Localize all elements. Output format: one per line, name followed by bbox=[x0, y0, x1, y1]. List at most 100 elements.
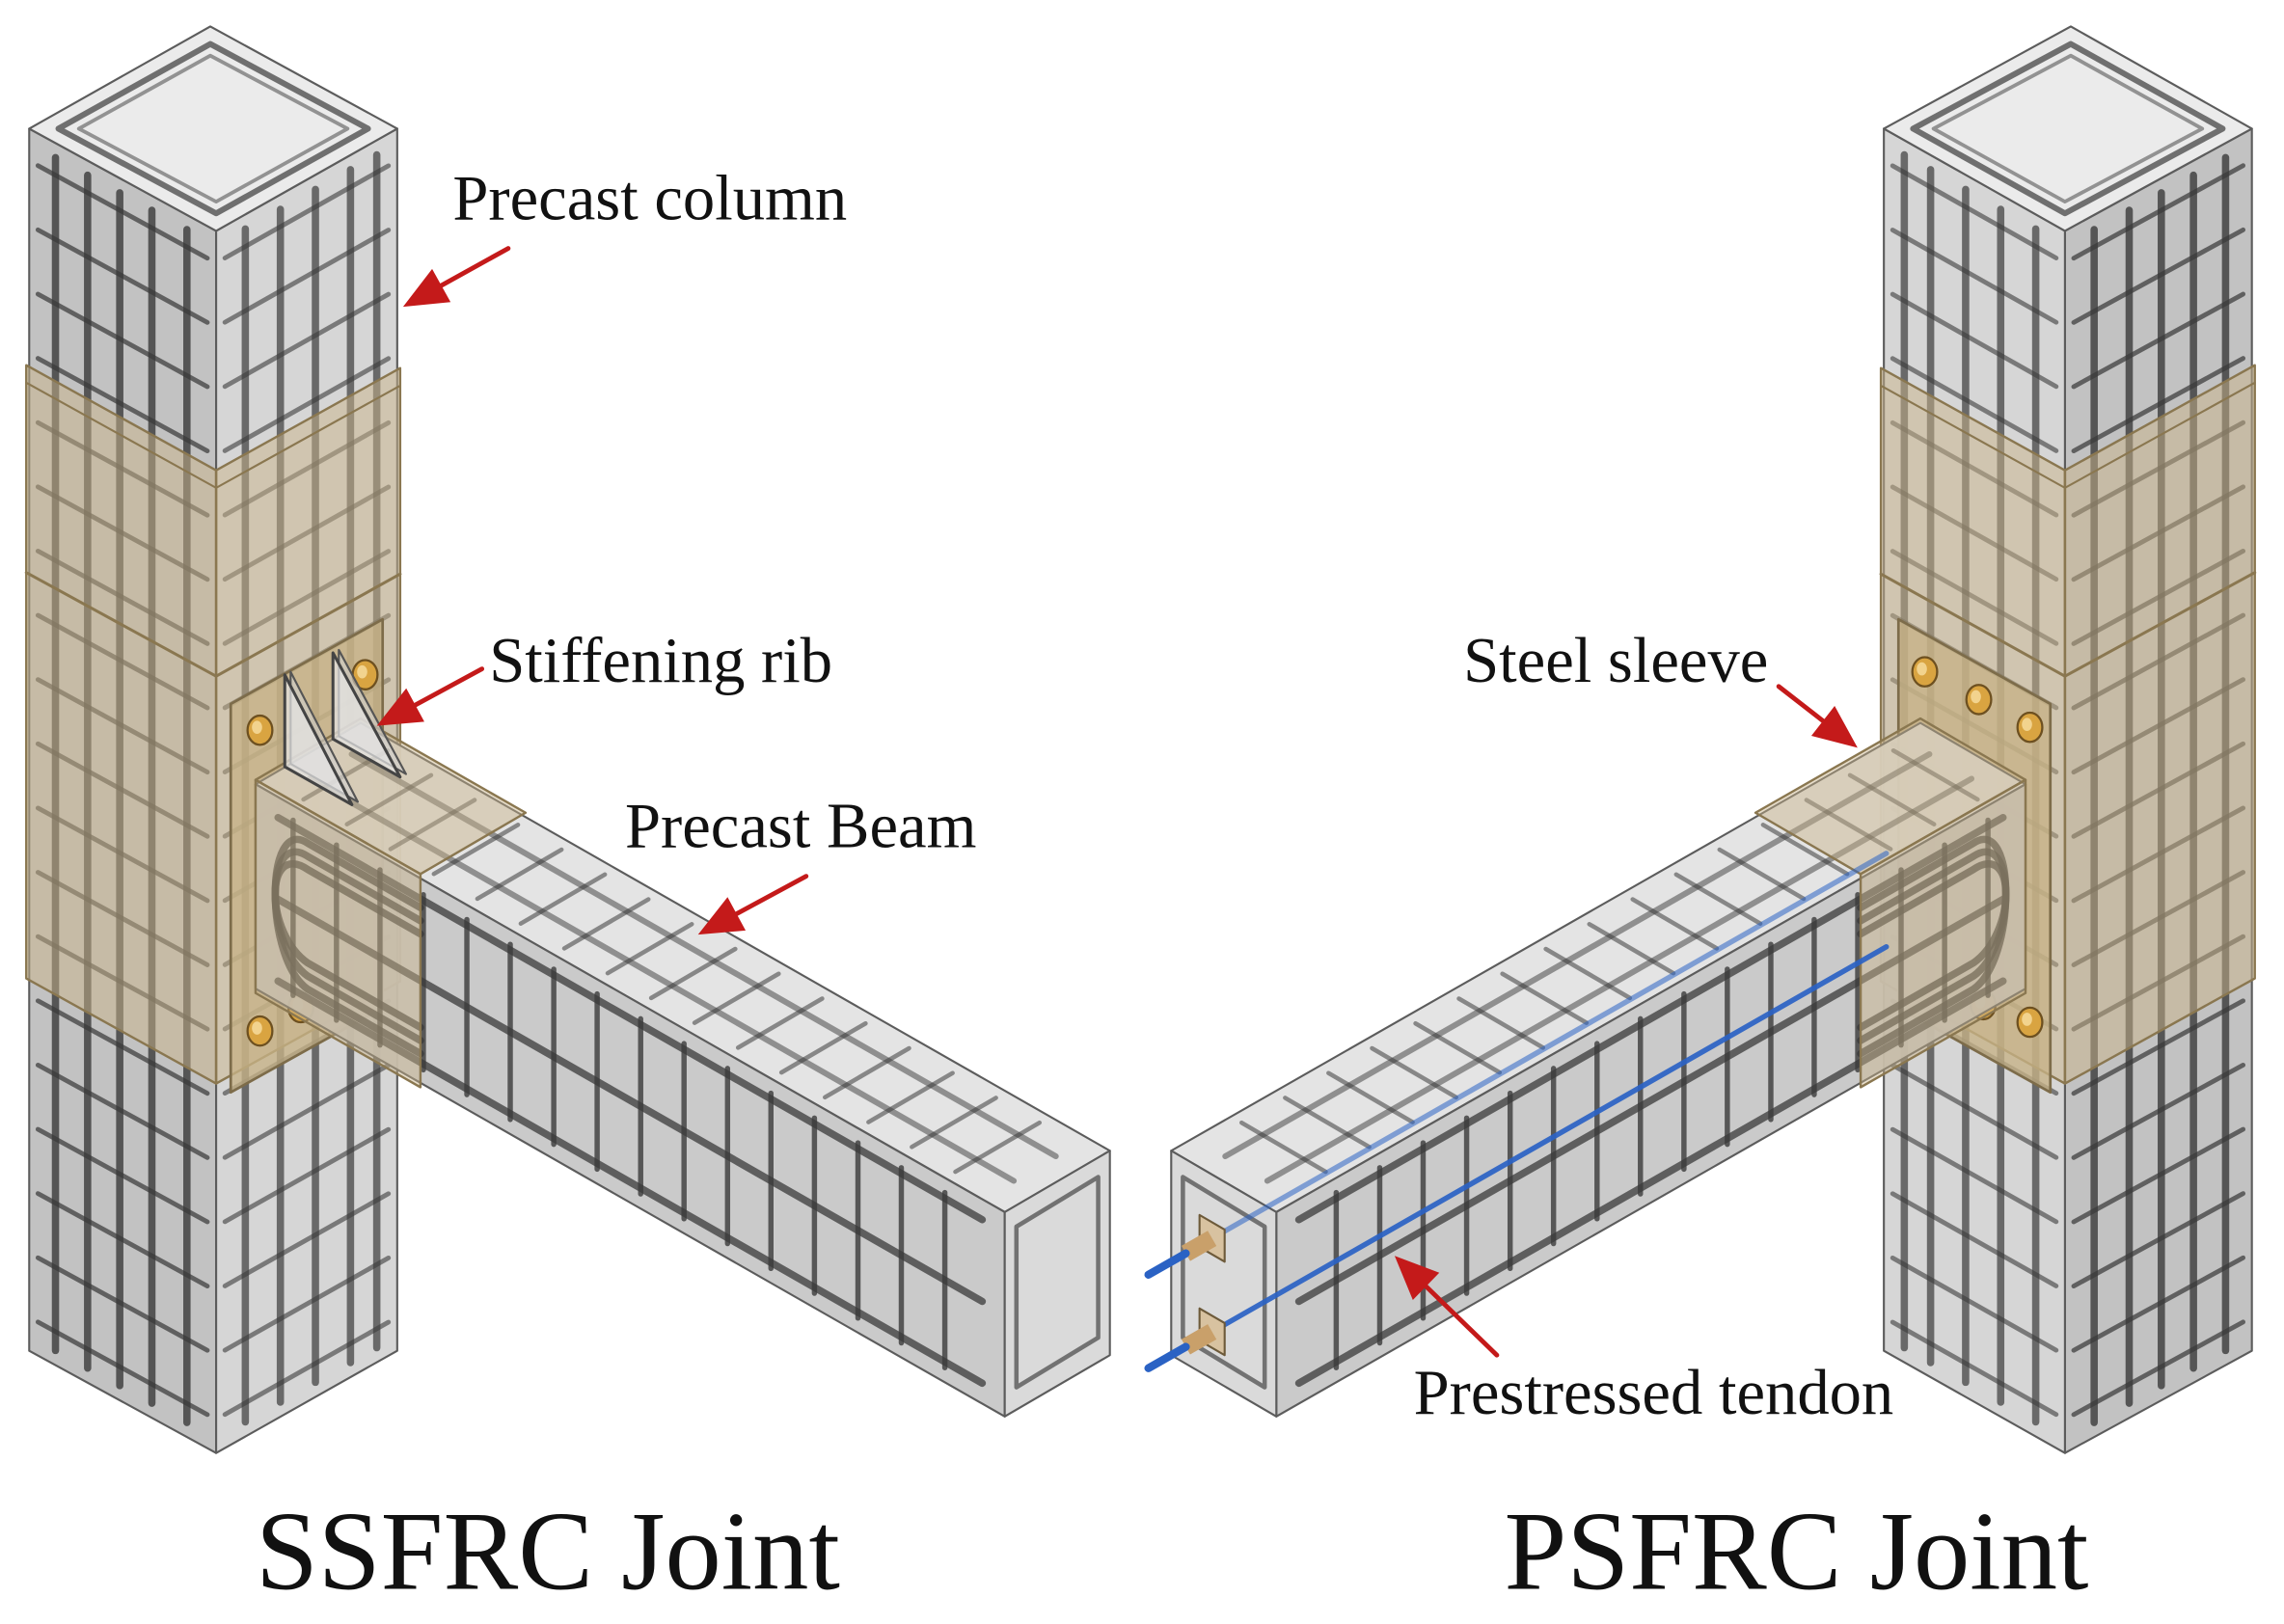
joint-titles: SSFRC Joint PSFRC Joint bbox=[256, 1489, 2088, 1613]
beam-stirrup-top bbox=[648, 946, 738, 1001]
column-stirrup bbox=[1890, 1063, 2059, 1160]
prestressed-tendon-arrow-head bbox=[1394, 1256, 1440, 1301]
column-stirrup bbox=[2071, 291, 2246, 390]
beam-stirrup-top bbox=[1456, 996, 1546, 1050]
beam-stirrup-top bbox=[778, 1020, 868, 1075]
column-stirrup bbox=[222, 1255, 392, 1353]
beam-stirrup-top bbox=[1630, 897, 1720, 951]
beam-longitudinal-rebar bbox=[1294, 813, 2007, 1224]
precast-beam-arrow-head bbox=[697, 897, 747, 935]
beam-stirrup-top bbox=[1370, 1045, 1458, 1100]
column-sleeve-seam bbox=[2063, 571, 2257, 678]
beam-stirrup-top bbox=[1283, 1096, 1372, 1150]
bolt-highlight bbox=[2022, 1013, 2032, 1026]
column-stirrup bbox=[222, 163, 392, 260]
column-stirrup bbox=[2071, 1062, 2246, 1160]
prestressed-tendon-arrow bbox=[1394, 1256, 1500, 1358]
column-stirrup bbox=[35, 1255, 210, 1353]
prestressed-tendon-arrow-shaft bbox=[1421, 1282, 1500, 1358]
beam-sleeve-side-face bbox=[254, 778, 422, 1089]
beam-stirrup-top bbox=[1413, 1020, 1503, 1075]
bolt-highlight bbox=[1971, 690, 1981, 704]
tendon-anchor-nut bbox=[1181, 1324, 1217, 1355]
beam-stirrup-top bbox=[605, 922, 694, 976]
precast-beam-label: Precast Beam bbox=[625, 791, 976, 861]
beam-stirrup-top bbox=[431, 823, 521, 877]
column-stirrup bbox=[222, 1191, 392, 1288]
precast-beam-arrow bbox=[697, 874, 809, 935]
stiffening-rib-arrow bbox=[376, 666, 485, 726]
prestressed-tendon bbox=[1209, 944, 1890, 1335]
stiffening-rib bbox=[331, 651, 402, 779]
tendon-extension bbox=[1144, 1249, 1190, 1279]
beam-stirrup-top bbox=[561, 897, 651, 951]
beam-stirrup-top bbox=[735, 996, 825, 1050]
column-stirrup bbox=[1890, 1126, 2059, 1225]
bolt-highlight bbox=[252, 720, 262, 734]
column-stirrup bbox=[222, 1063, 392, 1160]
precast-column-arrow bbox=[402, 246, 511, 308]
beam-stirrup-top bbox=[518, 872, 608, 926]
precast-column-label: Precast column bbox=[452, 163, 847, 233]
column-stirrup bbox=[1890, 228, 2059, 325]
column-stirrup bbox=[35, 1062, 210, 1160]
ssfrc-joint-title: SSFRC Joint bbox=[256, 1489, 840, 1613]
psfrc-joint-title: PSFRC Joint bbox=[1504, 1489, 2088, 1613]
column-sleeve-top-edge bbox=[2063, 381, 2256, 489]
beam-longitudinal-rebar bbox=[274, 895, 987, 1306]
column-sleeve-top-edge bbox=[1880, 384, 2066, 489]
beam-stirrup-top bbox=[1587, 922, 1676, 976]
column-top-rebar-cage bbox=[1910, 41, 2226, 217]
beam-stirrup-top bbox=[910, 1096, 998, 1150]
stiffening-rib-arrow-shaft bbox=[410, 666, 485, 709]
beam-stirrup-top bbox=[953, 1120, 1042, 1175]
beam-stirrup-top bbox=[344, 772, 434, 826]
precast-beam-arrow-shaft bbox=[731, 874, 809, 918]
beam-longitudinal-rebar bbox=[274, 977, 987, 1388]
column-sleeve-seam bbox=[1879, 572, 2067, 678]
bolt-highlight bbox=[357, 664, 367, 679]
ssfrc-joint-model bbox=[24, 25, 1111, 1454]
column-stirrup bbox=[222, 291, 392, 390]
beam-stirrup-top bbox=[692, 971, 781, 1025]
stiffening-rib bbox=[283, 673, 354, 806]
prestressed-tendon-label: Prestressed tendon bbox=[1414, 1358, 1894, 1428]
steel-sleeve-arrow-head bbox=[1810, 705, 1858, 748]
beam-stirrup-top bbox=[1238, 1120, 1328, 1175]
column-stirrup bbox=[35, 998, 210, 1096]
steel-sleeve-arrow-shaft bbox=[1776, 684, 1828, 725]
column-top-face bbox=[28, 25, 398, 232]
precast-column-arrow-head bbox=[402, 268, 451, 308]
column-stirrup bbox=[35, 227, 210, 325]
beam-end-stirrup bbox=[1181, 1175, 1267, 1390]
beam-longitudinal-rebar-top bbox=[1264, 775, 1975, 1184]
column-stirrup bbox=[2071, 1255, 2246, 1353]
beam-hooked-rebar bbox=[271, 860, 424, 1032]
column-top-rebar-cage-inner bbox=[1931, 53, 2205, 204]
column-stirrup bbox=[222, 228, 392, 325]
beam-longitudinal-rebar bbox=[1294, 977, 2007, 1388]
bolt-highlight bbox=[1917, 662, 1927, 676]
column-sleeve-top-edge bbox=[215, 384, 401, 489]
column-stirrup bbox=[1890, 291, 2059, 390]
beam-stirrup-top bbox=[1500, 971, 1590, 1025]
beam-longitudinal-rebar bbox=[1294, 895, 2007, 1306]
stiffening-rib-arrow-head bbox=[376, 688, 424, 726]
steel-sleeve-label: Steel sleeve bbox=[1463, 626, 1768, 696]
column-sleeve-seam bbox=[24, 571, 218, 678]
steel-sleeve-arrow bbox=[1776, 684, 1858, 748]
beam-longitudinal-rebar-top bbox=[306, 775, 1018, 1184]
psfrc-joint-model bbox=[1144, 25, 2257, 1454]
column-stirrup bbox=[35, 1319, 210, 1418]
column-stirrup bbox=[2071, 1191, 2246, 1289]
column-stirrup bbox=[2071, 1126, 2246, 1225]
prestressed-tendon bbox=[1209, 851, 1890, 1241]
beam-stirrup-top bbox=[475, 847, 564, 902]
stiffening-rib-label: Stiffening rib bbox=[489, 626, 832, 696]
beam-stirrup-top bbox=[866, 1070, 955, 1124]
beam-longitudinal-rebar bbox=[274, 813, 987, 1224]
column-stirrup bbox=[35, 1126, 210, 1225]
beam-stirrup-top bbox=[1326, 1070, 1415, 1124]
column-stirrup bbox=[1890, 1319, 2059, 1418]
